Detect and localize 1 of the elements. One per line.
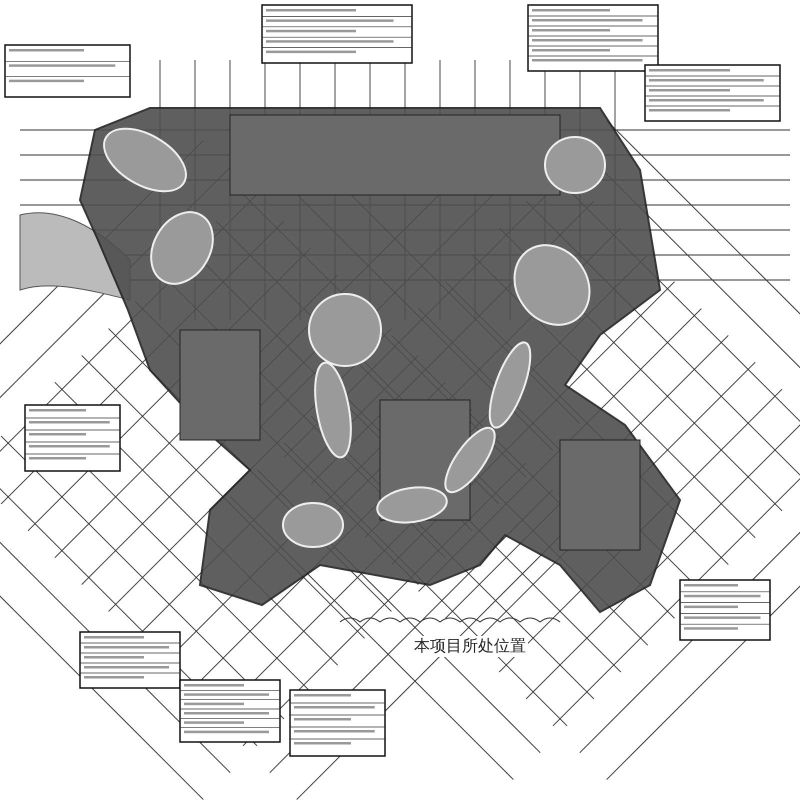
location-label: 本项目所处位置 — [412, 636, 528, 657]
